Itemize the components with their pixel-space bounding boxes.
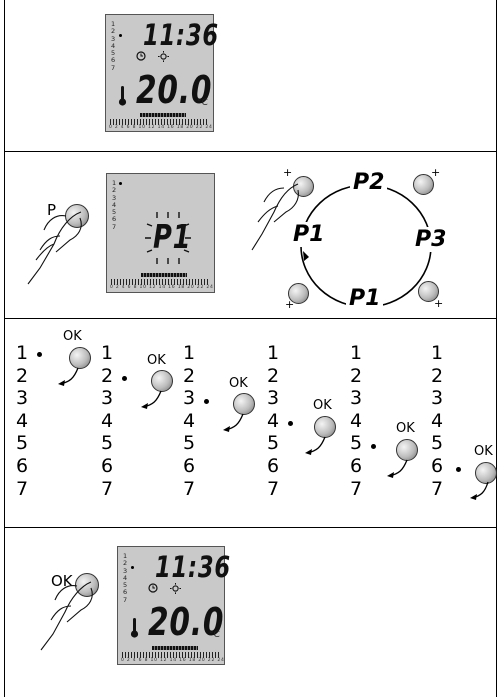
ok-label: OK [313,398,332,413]
ok-button[interactable] [475,462,497,484]
sun-icon [158,51,169,62]
ok-button[interactable] [69,347,91,369]
thermometer-icon [118,85,127,107]
hour-scale: 0 2 4 6 8 10 12 14 16 18 20 22 24 [109,125,213,130]
down-arrow [305,437,329,459]
selection-dot [37,352,42,357]
ok-label: OK [229,376,248,391]
clock-time: 11:36 [143,18,219,52]
program-bar [141,273,187,277]
hour-scale: 0 2 4 6 8 10 12 14 16 18 20 22 24 [110,285,214,290]
day-indicator [131,566,134,569]
clock-icon [148,583,158,593]
program-p2: P2 [350,170,387,195]
selection-dot [204,399,209,404]
program-bar [140,113,186,117]
selection-dot [122,376,127,381]
plus-label: + [434,297,443,310]
ok-button[interactable] [314,416,336,438]
selection-dot [456,467,461,472]
ok-button[interactable] [233,393,255,415]
sun-icon [170,583,181,594]
selection-dot [288,421,293,426]
separator [4,151,496,152]
ok-button[interactable] [396,439,418,461]
down-arrow [387,460,411,482]
day-indicator [119,34,122,37]
day-indicator [119,182,122,185]
down-arrow [58,368,82,390]
program-p3: P3 [413,227,448,252]
ok-label: OK [474,444,495,459]
program-bar [152,646,198,650]
down-arrow [470,482,492,504]
hand-icon [37,576,95,662]
temperature-unit: °C [209,630,220,640]
clock-icon [136,51,146,61]
ok-label: OK [63,329,82,344]
temperature-unit: °C [197,98,208,108]
plus-label: + [431,166,440,179]
plus-label: + [283,166,292,179]
ok-button[interactable] [151,370,173,392]
program-indicator: P1 [153,217,191,256]
selection-dot [371,444,376,449]
thermometer-icon [130,617,139,639]
program-p1-bottom: P1 [346,286,383,311]
clock-time: 11:36 [155,550,231,584]
hour-scale: 0 2 4 6 8 10 12 14 16 18 20 22 24 [121,658,225,663]
separator [4,318,496,319]
down-arrow [141,391,165,413]
hand-icon [246,180,301,260]
plus-label: + [285,298,294,311]
ok-label: OK [147,353,166,368]
down-arrow [223,414,247,436]
hand-icon [26,206,86,296]
separator [4,527,496,528]
ok-label: OK [396,421,415,436]
